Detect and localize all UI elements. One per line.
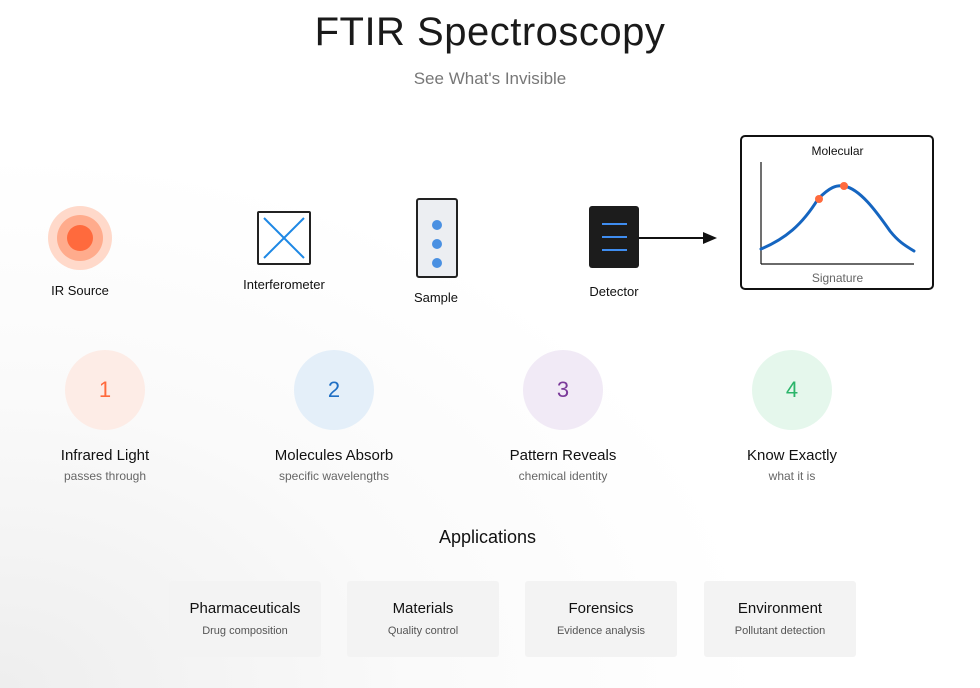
application-card-materials[interactable]: Materials Quality control bbox=[347, 581, 499, 657]
step-number-1: 1 bbox=[65, 350, 145, 430]
ir-source-core bbox=[67, 225, 93, 251]
step-title: Know Exactly bbox=[746, 447, 838, 464]
step-title: Molecules Absorb bbox=[274, 447, 394, 464]
page-subtitle: See What's Invisible bbox=[413, 69, 567, 88]
card-title: Forensics bbox=[568, 600, 634, 617]
detector-line bbox=[602, 249, 627, 251]
card-subtitle: Quality control bbox=[387, 625, 459, 637]
stage-label-interferometer: Interferometer bbox=[243, 277, 325, 292]
detector-line bbox=[602, 236, 627, 238]
stage-label-ir-source: IR Source bbox=[51, 283, 109, 298]
card-subtitle: Evidence analysis bbox=[556, 625, 646, 637]
card-subtitle: Pollutant detection bbox=[734, 625, 826, 637]
step-subtitle: specific wavelengths bbox=[278, 469, 390, 483]
applications-heading: Applications bbox=[438, 527, 537, 547]
detector-icon bbox=[589, 206, 639, 268]
step-title: Pattern Reveals bbox=[509, 447, 617, 464]
card-subtitle: Drug composition bbox=[202, 625, 288, 637]
step-number-3: 3 bbox=[523, 350, 603, 430]
step-subtitle: passes through bbox=[63, 469, 147, 483]
spectrum-title: Molecular bbox=[811, 144, 864, 158]
stage-label-detector: Detector bbox=[589, 284, 639, 299]
card-title: Pharmaceuticals bbox=[189, 600, 301, 617]
interferometer-cross-icon bbox=[263, 217, 305, 259]
application-card-pharmaceuticals[interactable]: Pharmaceuticals Drug composition bbox=[169, 581, 321, 657]
interferometer-icon bbox=[257, 211, 311, 265]
sample-cuvette-icon bbox=[416, 198, 458, 278]
peak-marker bbox=[840, 182, 848, 190]
step-subtitle: chemical identity bbox=[518, 469, 608, 483]
step-number-2: 2 bbox=[294, 350, 374, 430]
molecule-dot-icon bbox=[432, 220, 442, 230]
page-title: FTIR Spectroscopy bbox=[314, 10, 666, 54]
spectrum-plot bbox=[759, 162, 916, 265]
arrow-right-icon bbox=[639, 232, 717, 244]
spectrum-footer: Signature bbox=[811, 271, 864, 285]
molecule-dot-icon bbox=[432, 258, 442, 268]
card-title: Materials bbox=[392, 600, 454, 617]
application-card-forensics[interactable]: Forensics Evidence analysis bbox=[525, 581, 677, 657]
molecule-dot-icon bbox=[432, 239, 442, 249]
detector-line bbox=[602, 223, 627, 225]
step-title: Infrared Light bbox=[60, 447, 150, 464]
application-card-environment[interactable]: Environment Pollutant detection bbox=[704, 581, 856, 657]
step-subtitle: what it is bbox=[768, 469, 816, 483]
card-title: Environment bbox=[737, 600, 823, 617]
step-number-4: 4 bbox=[752, 350, 832, 430]
peak-marker bbox=[815, 195, 823, 203]
spectrum-curve bbox=[759, 184, 916, 253]
stage-label-sample: Sample bbox=[413, 290, 459, 305]
